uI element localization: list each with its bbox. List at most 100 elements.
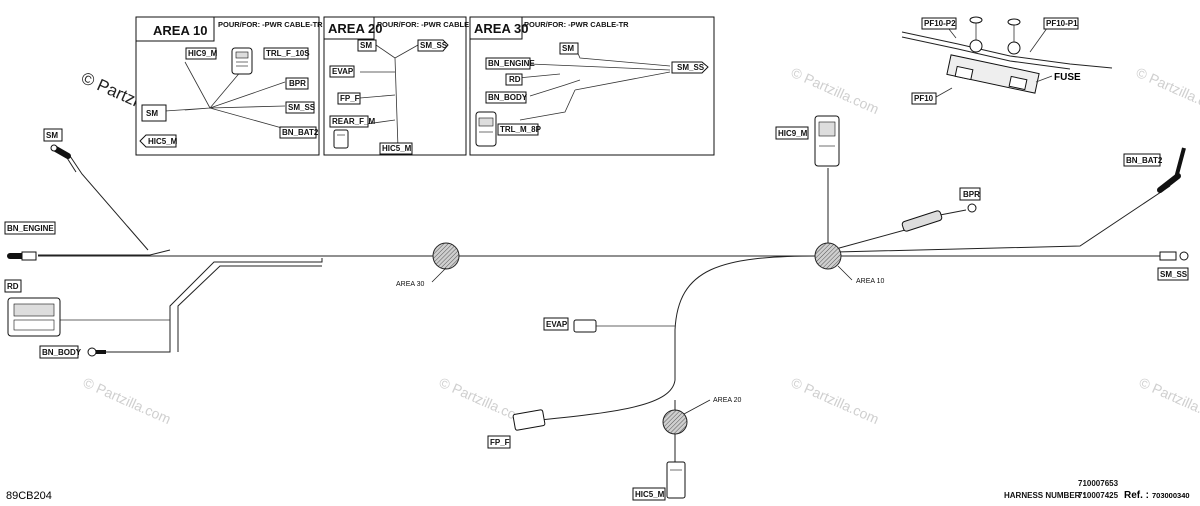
svg-text:SM: SM <box>360 41 372 50</box>
tag-sm-area20: SM <box>357 39 377 52</box>
tag-trl-m-8p: TRL_M_8P <box>497 123 542 136</box>
drawing-code: 89CB204 <box>6 490 52 502</box>
svg-text:BN_BAT2: BN_BAT2 <box>1126 156 1163 165</box>
area-20-title: AREA 20 <box>328 21 382 36</box>
watermark: © Partzilla.com <box>789 64 882 117</box>
evap-connector: EVAP <box>543 317 597 333</box>
svg-text:SM_SS: SM_SS <box>288 103 316 112</box>
bn-body-terminal: BN_BODY <box>39 345 106 359</box>
harness-number-2: 710007425 <box>1078 491 1119 500</box>
area-20-box: AREA 20 POUR/FOR: -PWR CABLE-TR SM SM_SS… <box>323 16 482 156</box>
tag-bn-body-area30: BN_BODY <box>485 91 528 104</box>
svg-text:TRL_M_8P: TRL_M_8P <box>500 125 542 134</box>
svg-text:REAR_F_M: REAR_F_M <box>332 117 375 126</box>
fp-f-connector: FP_F <box>487 409 546 449</box>
tag-sm-ss: SM_SS <box>285 101 316 114</box>
tag-pf10-p2: PF10-P2 <box>921 17 957 30</box>
tag-evap-area20: EVAP <box>329 65 355 78</box>
trl-m-8p-connector-icon <box>475 111 497 147</box>
area-30-title: AREA 30 <box>474 21 528 36</box>
svg-text:PF10: PF10 <box>914 94 934 103</box>
svg-text:HIC9_M: HIC9_M <box>778 129 808 138</box>
svg-text:BN_ENGINE: BN_ENGINE <box>7 224 54 233</box>
ref-value: 703000340 <box>1152 491 1190 500</box>
fuse-detail: PF10-P2 PF10-P1 FUSE PF10 <box>901 16 1113 105</box>
area-30-note: POUR/FOR: -PWR CABLE-TR <box>524 20 629 29</box>
svg-text:SM: SM <box>562 44 574 53</box>
watermark: © Partzilla.com <box>789 374 882 427</box>
tag-hic5-m-area20: HIC5_M <box>379 142 413 155</box>
tag-bpr: BPR <box>285 77 309 90</box>
tag-fp-f-area20: FP_F <box>337 92 361 105</box>
svg-text:TRL_F_10S: TRL_F_10S <box>266 49 310 58</box>
svg-text:HIC5_M: HIC5_M <box>635 490 665 499</box>
tag-rear-f-m: REAR_F_M <box>329 115 375 128</box>
rd-connector: RD <box>4 279 61 337</box>
fuse-label: FUSE <box>1054 72 1081 83</box>
svg-text:FP_F: FP_F <box>340 94 360 103</box>
area-30-box: AREA 30 POUR/FOR: -PWR CABLE-TR SM BN_EN… <box>469 16 715 156</box>
ref-label: Ref. : <box>1124 490 1149 501</box>
tag-evap: EVAP <box>543 317 569 331</box>
tag-hic5-m: HIC5_M <box>632 487 666 501</box>
svg-text:SM_SS: SM_SS <box>1160 270 1188 279</box>
tag-sm-area30: SM <box>559 42 579 55</box>
svg-text:FP_F: FP_F <box>490 438 510 447</box>
svg-text:EVAP: EVAP <box>546 320 568 329</box>
svg-text:AREA 30: AREA 30 <box>396 281 425 288</box>
svg-text:SM: SM <box>46 131 58 140</box>
watermark: © Partzilla.com <box>81 374 174 427</box>
footer: 89CB204 710007653 HARNESS NUMBER : 71000… <box>6 479 1190 502</box>
svg-text:PF10-P1: PF10-P1 <box>1046 19 1078 28</box>
svg-text:BN_BAT2: BN_BAT2 <box>282 128 319 137</box>
svg-text:RD: RD <box>7 282 19 291</box>
tag-pf10: PF10 <box>911 92 937 105</box>
trl-f-10s-connector-icon <box>231 47 253 75</box>
svg-text:BN_BODY: BN_BODY <box>42 348 82 357</box>
bpr-component: BPR <box>901 187 981 232</box>
svg-text:EVAP: EVAP <box>332 67 354 76</box>
tag-rd-area30: RD <box>505 73 523 86</box>
tag-pf10-p1: PF10-P1 <box>1043 17 1079 30</box>
tag-sm: SM <box>43 128 63 142</box>
tag-bn-engine: BN_ENGINE <box>4 221 56 235</box>
sm-terminal: SM <box>43 128 71 159</box>
tag-rd: RD <box>4 279 22 293</box>
harness-number-1: 710007653 <box>1078 479 1119 488</box>
junction-area20: AREA 20 <box>662 397 742 435</box>
svg-text:SM_SS: SM_SS <box>677 63 705 72</box>
bn-engine-terminal: BN_ENGINE <box>4 221 56 261</box>
junction-area30: AREA 30 <box>396 242 460 288</box>
tag-hic5-m: HIC5_M <box>139 134 178 148</box>
hic5-m-connector: HIC5_M <box>632 461 686 501</box>
tag-fp-f: FP_F <box>487 435 511 449</box>
svg-text:HIC5_M: HIC5_M <box>148 137 178 146</box>
svg-text:HIC5_M: HIC5_M <box>382 144 412 153</box>
tag-bn-body: BN_BODY <box>39 345 82 359</box>
svg-text:SM: SM <box>146 109 158 118</box>
sm-small-connector-icon: SM <box>141 104 167 122</box>
svg-text:AREA 10: AREA 10 <box>856 278 885 285</box>
tag-sm-ss-area20: SM_SS <box>417 39 449 52</box>
area-10-box: AREA 10 POUR/FOR: -PWR CABLE-TR SM HIC9_… <box>135 16 323 156</box>
area-10-note: POUR/FOR: -PWR CABLE-TR <box>218 20 323 29</box>
svg-text:AREA 20: AREA 20 <box>713 397 742 404</box>
svg-text:BN_BODY: BN_BODY <box>488 93 528 102</box>
tag-bn-bat2: BN_BAT2 <box>279 126 319 139</box>
hic9-m-connector: HIC9_M <box>775 115 840 167</box>
main-harness <box>38 149 1171 466</box>
rear-f-m-connector-icon <box>333 129 349 149</box>
tag-bn-bat2: BN_BAT2 <box>1123 153 1163 167</box>
watermark: © Partzilla.com <box>1137 374 1200 427</box>
tag-hic9-m: HIC9_M <box>775 126 809 140</box>
svg-text:SM_SS: SM_SS <box>420 41 448 50</box>
tag-bn-engine-area30: BN_ENGINE <box>485 57 535 70</box>
tag-bpr: BPR <box>959 187 981 201</box>
svg-text:BPR: BPR <box>963 190 980 199</box>
tag-trl-f-10s: TRL_F_10S <box>263 47 310 60</box>
svg-text:BN_ENGINE: BN_ENGINE <box>488 59 535 68</box>
watermark: © Partzilla.com <box>1134 64 1200 117</box>
svg-text:RD: RD <box>509 75 521 84</box>
area-20-note: POUR/FOR: -PWR CABLE-TR <box>377 20 482 29</box>
